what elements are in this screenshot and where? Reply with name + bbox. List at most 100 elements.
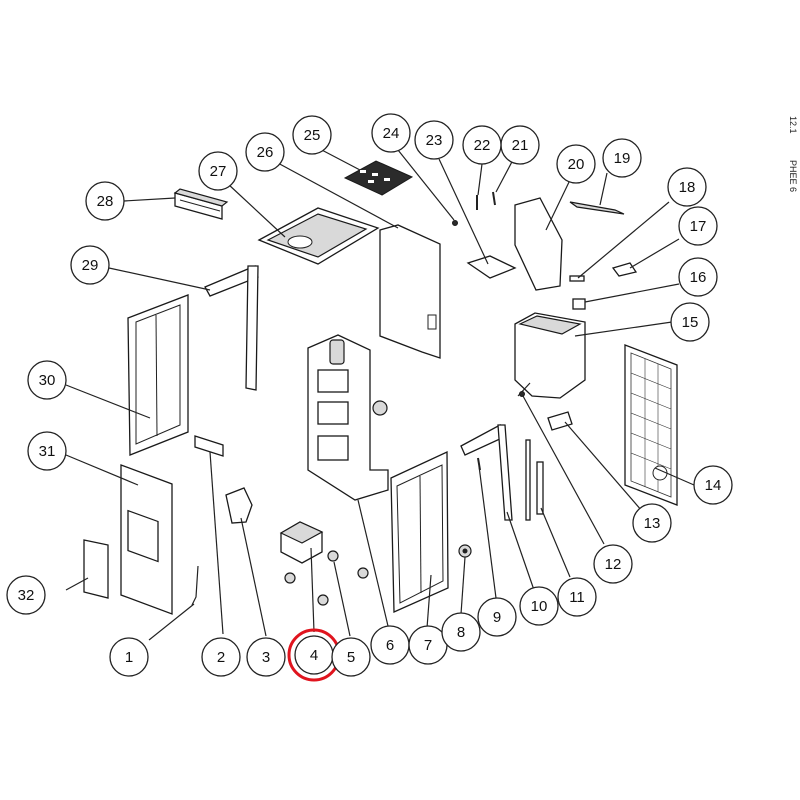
part-18-clip bbox=[569, 275, 585, 282]
leader-17 bbox=[629, 238, 680, 269]
callout-circle-30 bbox=[27, 360, 67, 400]
callout-circle-23 bbox=[414, 120, 454, 160]
part-1-rod bbox=[191, 565, 199, 606]
part-7-door bbox=[390, 450, 449, 613]
callout-label-23: 23 bbox=[426, 132, 443, 149]
callout-label-26: 26 bbox=[257, 144, 274, 161]
callout-circle-27 bbox=[198, 151, 238, 191]
part-26-back-panel bbox=[379, 224, 441, 359]
callout-label-11: 11 bbox=[569, 589, 585, 606]
part-30-side-frame bbox=[127, 294, 189, 456]
leader-7 bbox=[426, 574, 432, 629]
callout-15: 15 bbox=[670, 302, 710, 342]
callout-28: 28 bbox=[85, 181, 125, 221]
part-27-top-panel bbox=[257, 207, 380, 265]
callout-label-7: 7 bbox=[424, 637, 432, 654]
callout-19: 19 bbox=[602, 138, 642, 178]
leader-26 bbox=[275, 161, 399, 229]
part-21-screw bbox=[492, 191, 496, 206]
callout-circle-29 bbox=[70, 245, 110, 285]
callout-label-5: 5 bbox=[347, 649, 355, 666]
callout-20: 20 bbox=[556, 144, 596, 184]
part-3-bracket bbox=[225, 487, 253, 524]
part-19-rail bbox=[569, 201, 625, 215]
part-4-ash-tray bbox=[279, 521, 324, 564]
callout-label-31: 31 bbox=[39, 443, 56, 460]
callout-circle-9 bbox=[477, 597, 517, 637]
callout-circle-5 bbox=[331, 637, 371, 677]
leader-9 bbox=[478, 465, 497, 599]
callout-circle-10 bbox=[519, 586, 559, 626]
callout-label-3: 3 bbox=[262, 649, 270, 666]
callout-circle-26 bbox=[245, 132, 285, 172]
callout-label-1: 1 bbox=[125, 649, 133, 666]
callout-26: 26 bbox=[245, 132, 285, 172]
callout-circle-8 bbox=[441, 612, 481, 652]
callout-21: 21 bbox=[500, 125, 540, 165]
callout-circle-22 bbox=[462, 125, 502, 165]
callout-32: 32 bbox=[6, 575, 46, 615]
edge-text-top: 12.1 bbox=[788, 116, 798, 134]
callout-circle-11 bbox=[557, 577, 597, 617]
callout-label-14: 14 bbox=[705, 477, 722, 494]
callout-23: 23 bbox=[414, 120, 454, 160]
callout-label-12: 12 bbox=[605, 556, 622, 573]
leader-18 bbox=[577, 201, 670, 279]
leader-2 bbox=[209, 451, 224, 635]
leader-11 bbox=[540, 507, 571, 578]
callout-label-4: 4 bbox=[310, 647, 318, 664]
leader-15 bbox=[574, 321, 673, 337]
callout-24: 24 bbox=[371, 113, 411, 153]
callout-3: 3 bbox=[246, 637, 286, 677]
leader-13 bbox=[564, 421, 643, 512]
leader-16 bbox=[584, 283, 680, 303]
callout-circle-16 bbox=[678, 257, 718, 297]
callout-label-8: 8 bbox=[457, 624, 465, 641]
callout-17: 17 bbox=[678, 206, 718, 246]
callout-circle-20 bbox=[556, 144, 596, 184]
callout-label-16: 16 bbox=[690, 269, 707, 286]
part-15-hopper bbox=[514, 312, 586, 399]
callout-circle-32 bbox=[6, 575, 46, 615]
callout-circle-28 bbox=[85, 181, 125, 221]
leader-20 bbox=[545, 179, 571, 231]
callout-label-18: 18 bbox=[679, 179, 696, 196]
leader-4 bbox=[310, 547, 315, 633]
callout-5: 5 bbox=[331, 637, 371, 677]
part-25-grille bbox=[343, 160, 414, 196]
leader-24 bbox=[397, 149, 455, 221]
leader-27 bbox=[227, 183, 286, 238]
leader-21 bbox=[495, 157, 515, 193]
callout-27: 27 bbox=[198, 151, 238, 191]
leader-14 bbox=[654, 467, 695, 486]
callout-10: 10 bbox=[519, 586, 559, 626]
callout-label-21: 21 bbox=[512, 137, 529, 154]
callout-label-10: 10 bbox=[531, 598, 548, 615]
part-5-feet bbox=[284, 550, 369, 606]
part-24-pin bbox=[452, 220, 458, 226]
callout-11: 11 bbox=[557, 577, 597, 617]
callout-circle-17 bbox=[678, 206, 718, 246]
leader-19 bbox=[599, 172, 608, 206]
leader-30 bbox=[65, 384, 151, 419]
callout-circle-13 bbox=[632, 503, 672, 543]
part-29-top-rail bbox=[204, 265, 259, 391]
callout-label-17: 17 bbox=[690, 218, 707, 235]
callout-label-24: 24 bbox=[383, 125, 400, 142]
leader-3 bbox=[240, 517, 267, 637]
callout-2: 2 bbox=[201, 637, 241, 677]
leader-8 bbox=[460, 556, 466, 615]
callout-label-2: 2 bbox=[217, 649, 225, 666]
callout-29: 29 bbox=[70, 245, 110, 285]
callout-22: 22 bbox=[462, 125, 502, 165]
part-31-front-door bbox=[120, 464, 173, 615]
callout-circle-19 bbox=[602, 138, 642, 178]
leader-1 bbox=[148, 603, 195, 641]
part-16-block bbox=[572, 298, 586, 310]
callout-12: 12 bbox=[593, 544, 633, 584]
callout-8: 8 bbox=[441, 612, 481, 652]
leader-25 bbox=[317, 147, 361, 171]
callout-25: 25 bbox=[292, 115, 332, 155]
